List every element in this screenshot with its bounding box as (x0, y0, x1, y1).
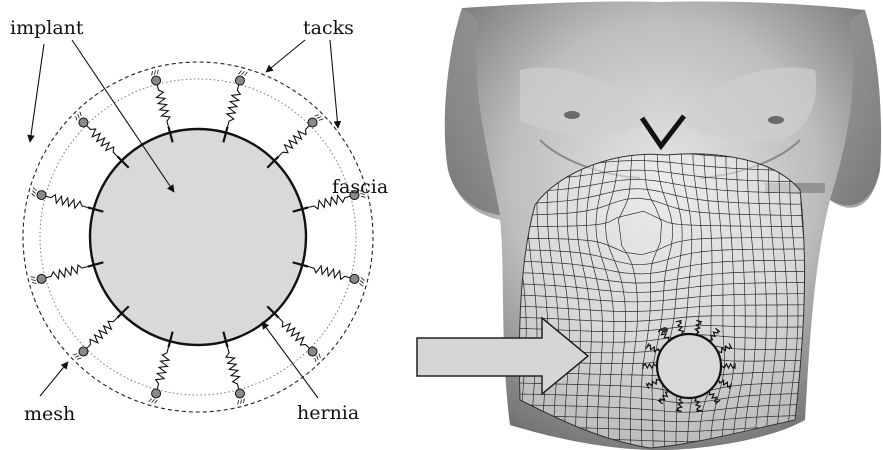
tack (152, 389, 161, 398)
label-tacks: tacks (303, 17, 354, 39)
tack (79, 118, 88, 127)
tack (235, 389, 244, 398)
deformed-mesh-grid (506, 141, 816, 450)
tacks-arrow-left (266, 40, 305, 72)
label-hernia: hernia (297, 402, 359, 424)
label-mesh: mesh (24, 403, 75, 425)
label-fascia: fascia (332, 176, 388, 198)
spring (227, 84, 241, 127)
spring (279, 125, 310, 156)
label-implant: implant (10, 17, 84, 39)
tack (235, 76, 244, 85)
tack (308, 347, 317, 356)
implant-circle (657, 334, 721, 398)
left-diagram: implant tacks fascia mesh hernia (10, 17, 388, 425)
spring (308, 266, 351, 280)
spring (156, 347, 170, 390)
tacks-arrow-right (330, 40, 338, 128)
right-illustration (415, 0, 883, 450)
hernia-arrow (262, 322, 318, 398)
spring (279, 318, 310, 349)
tack (79, 347, 88, 356)
tack (37, 274, 46, 283)
mesh-arrow (40, 362, 68, 396)
tack (37, 191, 46, 200)
spring (156, 84, 170, 127)
spring (226, 347, 240, 390)
spring (45, 195, 88, 209)
tack (152, 76, 161, 85)
tack (308, 118, 317, 127)
spring (45, 265, 88, 279)
spring (86, 318, 117, 349)
spring (86, 125, 117, 156)
implant-arrow-left (30, 44, 44, 142)
tack (350, 274, 359, 283)
